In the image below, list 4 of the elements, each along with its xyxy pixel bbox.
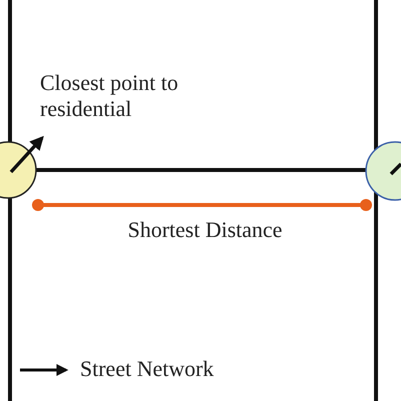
callout-text: Closest point to residential xyxy=(40,70,180,122)
legend-text: Street Network xyxy=(80,356,214,382)
distance-label: Shortest Distance xyxy=(126,217,284,243)
street-line xyxy=(36,168,366,172)
